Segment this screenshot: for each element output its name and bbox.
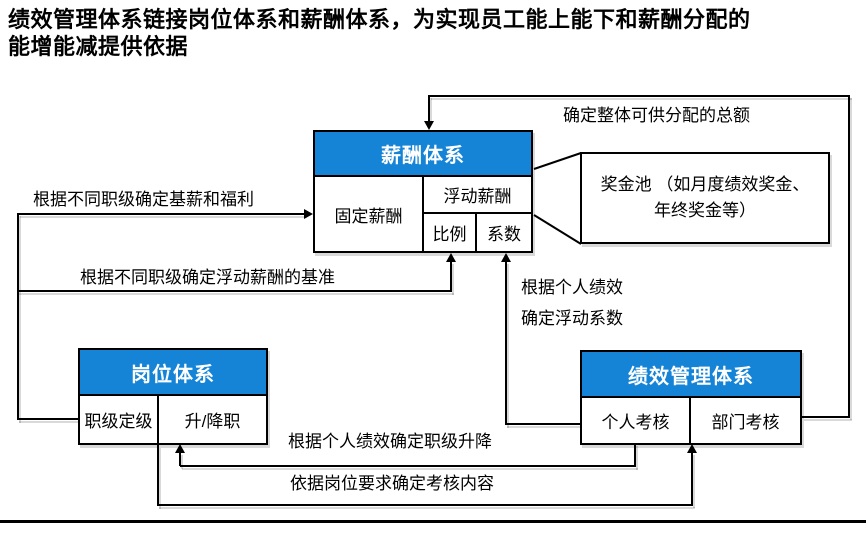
connector-coefficient-vertical xyxy=(505,261,507,425)
connector-position-down xyxy=(157,445,159,506)
salary-system-title: 薪酬体系 xyxy=(381,145,465,167)
connector-left-vertical xyxy=(17,213,19,420)
connector-individual-down xyxy=(634,443,636,467)
position-system-title: 岗位体系 xyxy=(131,363,215,386)
connector-top-loop-to-performance xyxy=(802,416,850,418)
individual-assessment-cell: 个人考核 xyxy=(582,398,691,443)
label-floating-base: 根据不同职级确定浮动薪酬的基准 xyxy=(80,268,335,287)
arrowhead-into-salary-top xyxy=(424,121,434,130)
arrowhead-into-promotion xyxy=(175,444,185,453)
connector-grade-change xyxy=(180,465,636,467)
connector-into-position-box xyxy=(17,418,78,420)
connector-floating-base xyxy=(17,290,452,292)
performance-system-box: 绩效管理体系 个人考核 部门考核 xyxy=(580,350,802,445)
arrowhead-into-performance-bottom xyxy=(687,444,697,453)
promotion-cell: 升/降职 xyxy=(159,396,266,443)
department-assessment-cell: 部门考核 xyxy=(691,398,800,443)
connector-coefficient-from-individual xyxy=(505,423,580,425)
label-base-salary: 根据不同职级确定基薪和福利 xyxy=(33,190,254,209)
salary-system-box: 薪酬体系 固定薪酬 浮动薪酬 比例 系数 xyxy=(313,130,533,253)
ratio-cell: 比例 xyxy=(424,214,477,251)
connector-assess-content-up xyxy=(691,452,693,505)
arrowhead-into-coefficient xyxy=(501,253,511,262)
connector-grade-change-up xyxy=(179,452,181,466)
performance-system-title: 绩效管理体系 xyxy=(628,365,754,388)
floating-pay-cell: 浮动薪酬 xyxy=(424,177,531,214)
connector-top-loop-horizontal xyxy=(429,95,850,97)
position-system-box: 岗位体系 职级定级 升/降职 xyxy=(78,348,268,445)
grading-cell: 职级定级 xyxy=(80,396,159,443)
position-system-header: 岗位体系 xyxy=(80,350,266,396)
connector-base-salary xyxy=(18,213,305,215)
salary-system-header: 薪酬体系 xyxy=(315,132,531,177)
slide-title: 绩效管理体系链接岗位体系和薪酬体系，为实现员工能上能下和薪酬分配的 能增能减提供… xyxy=(8,6,860,60)
slide-footer-bar xyxy=(0,520,866,523)
label-assess-content: 依据岗位要求确定考核内容 xyxy=(290,474,494,493)
slide-title-line1: 绩效管理体系链接岗位体系和薪酬体系，为实现员工能上能下和薪酬分配的 xyxy=(8,7,751,32)
arrowhead-into-ratio xyxy=(446,253,456,262)
bonus-pool-box: 奖金池 （如月度绩效奖金、年终奖金等） xyxy=(580,152,830,244)
slide-title-line2: 能增能减提供依据 xyxy=(8,34,189,59)
label-personal-coefficient: 根据个人绩效 确定浮动系数 xyxy=(521,278,623,328)
arrowhead-into-fixed-pay xyxy=(304,209,313,219)
label-total-pool: 确定整体可供分配的总额 xyxy=(563,106,750,125)
connector-ratio-vertical xyxy=(450,261,452,292)
connector-top-loop-right-vertical xyxy=(848,95,850,417)
connector-top-loop-down-to-salary xyxy=(428,95,430,122)
performance-system-header: 绩效管理体系 xyxy=(582,352,800,398)
connector-assess-content xyxy=(157,504,693,506)
coefficient-cell: 系数 xyxy=(477,214,531,251)
label-grade-change: 根据个人绩效确定职级升降 xyxy=(288,432,492,451)
fixed-pay-cell: 固定薪酬 xyxy=(315,177,424,251)
